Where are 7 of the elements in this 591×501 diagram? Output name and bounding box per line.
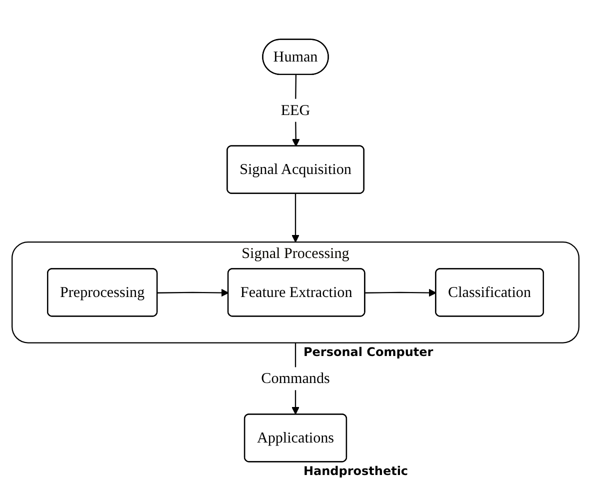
edge-label: Commands xyxy=(261,370,330,387)
arrow xyxy=(365,288,436,297)
caption-text: Handprosthetic xyxy=(304,464,408,478)
arrow xyxy=(292,193,300,242)
caption-text: Personal Computer xyxy=(304,344,434,359)
edge-label: EEG xyxy=(280,101,310,118)
arrow xyxy=(157,288,229,297)
